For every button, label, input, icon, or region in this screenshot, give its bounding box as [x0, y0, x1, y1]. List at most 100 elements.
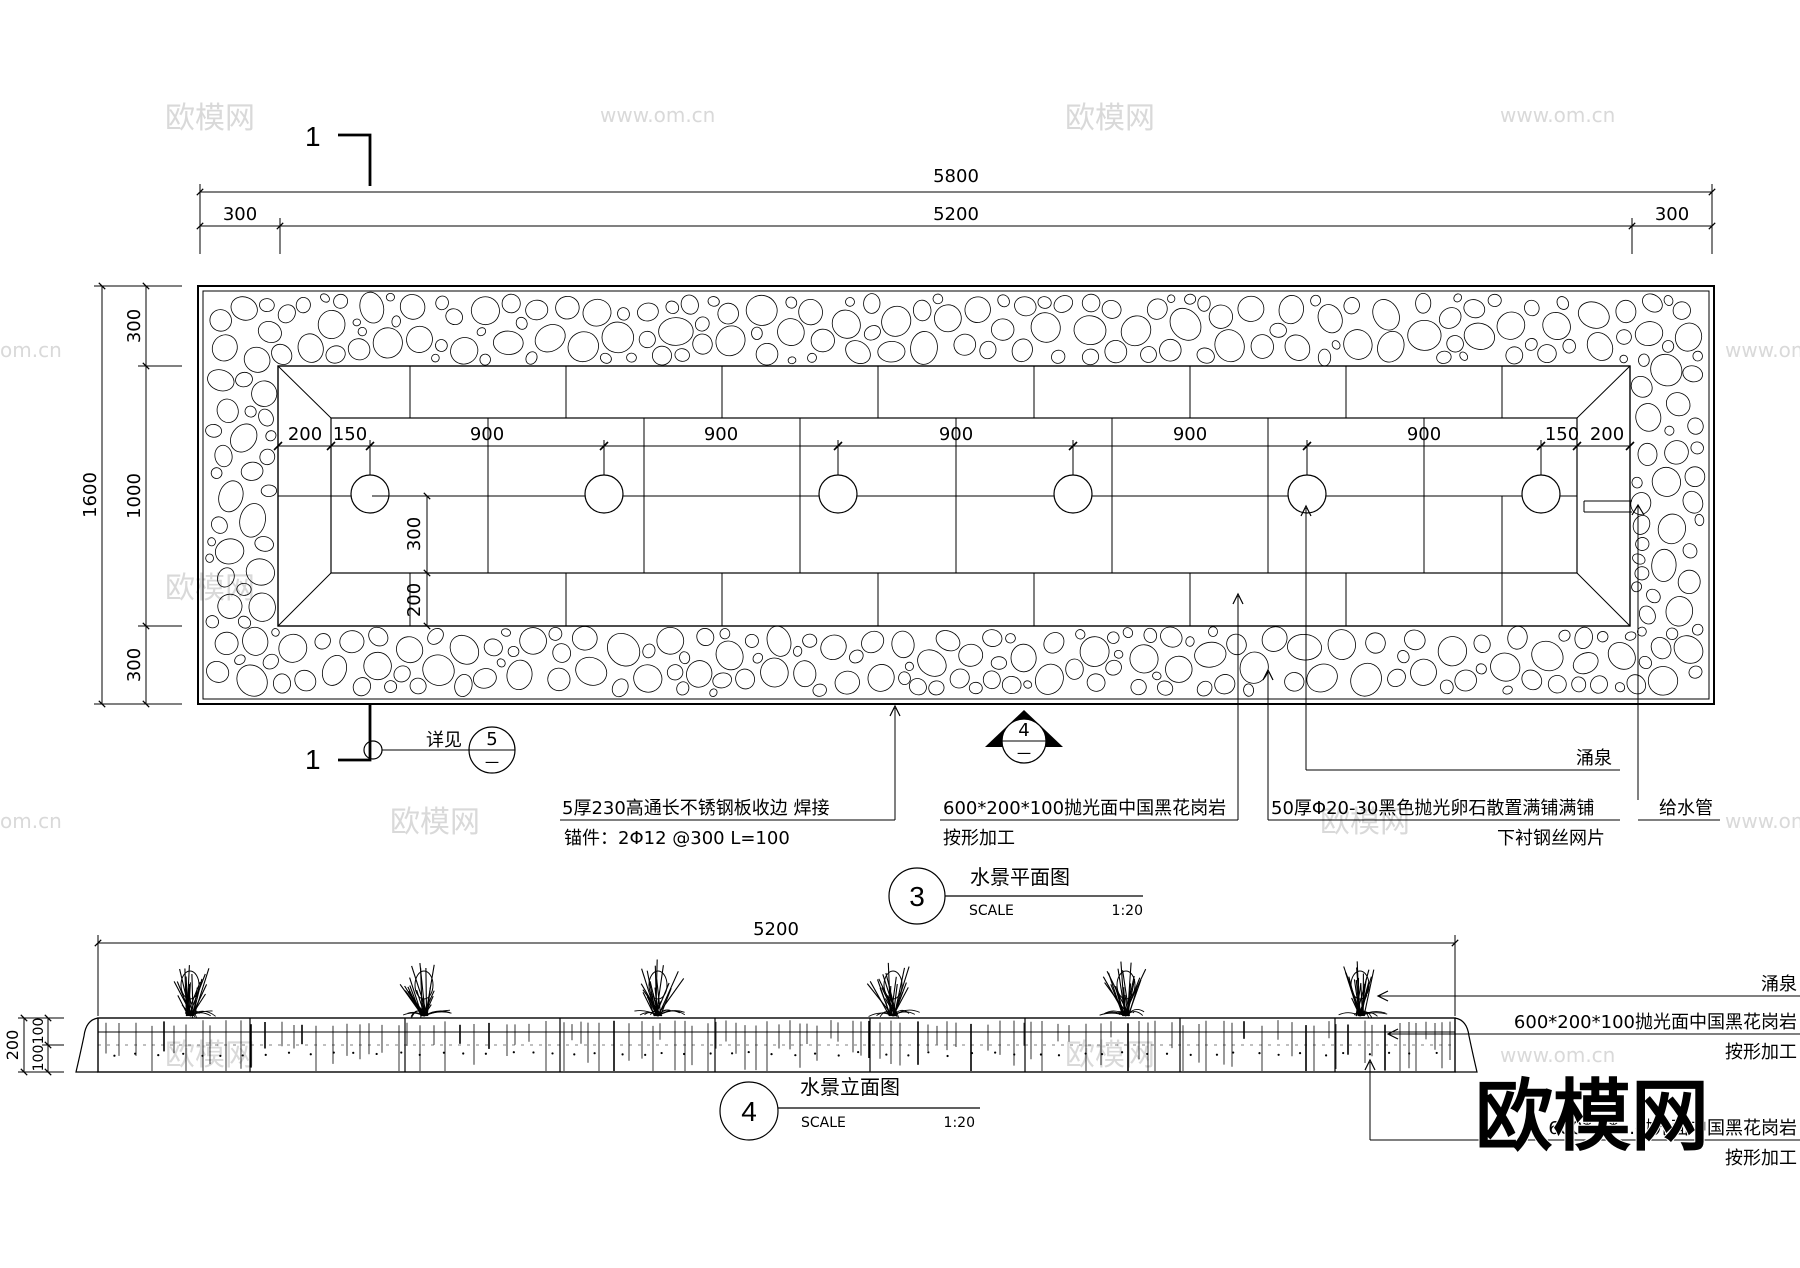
water-dot — [485, 1053, 487, 1055]
water-dot — [770, 1053, 772, 1055]
pebble — [1396, 648, 1412, 664]
pebble — [1037, 295, 1053, 309]
plan-title: 水景平面图 — [970, 865, 1070, 889]
pebble — [208, 514, 230, 537]
pebble — [1195, 345, 1217, 366]
plume-stroke — [426, 965, 435, 1016]
dim-total-height: 1600 — [80, 472, 101, 518]
pebble — [682, 657, 715, 691]
pebble — [357, 326, 368, 337]
pebble — [530, 319, 570, 357]
pebble — [1502, 685, 1514, 696]
fountain-head-icon — [1522, 475, 1560, 513]
pebble — [876, 301, 916, 342]
pebble — [1619, 354, 1629, 364]
dim-v-200: 200 — [404, 583, 425, 617]
pebble — [495, 657, 506, 668]
watermark-brand: 欧模网 — [165, 101, 255, 136]
elev-dim-overall: 5200 — [753, 919, 799, 940]
fountain-head-icon — [1054, 475, 1092, 513]
pebble — [318, 652, 351, 689]
elev-annotation-fountain: 涌泉 — [1761, 974, 1797, 995]
pebble — [1011, 644, 1037, 672]
pebble — [1690, 622, 1705, 637]
pebble — [641, 642, 657, 659]
pebble — [1210, 325, 1249, 366]
pebble — [674, 348, 691, 363]
fountain-head-icon — [351, 475, 389, 513]
elev-dim-bottom: 100 — [31, 1045, 47, 1072]
pebble — [1681, 364, 1704, 384]
water-dot — [1058, 1054, 1060, 1056]
pebble — [365, 623, 392, 649]
pebble — [1314, 301, 1347, 337]
fountain-head-icon — [585, 475, 623, 513]
pebble — [1570, 676, 1587, 693]
pebble — [273, 673, 291, 693]
pebble — [1690, 441, 1705, 456]
annotation-granite-shape: 按形加工 — [943, 828, 1015, 849]
water-dot — [376, 1053, 378, 1055]
pebble — [912, 299, 932, 321]
pebble — [1051, 292, 1076, 316]
pebble — [1339, 325, 1376, 363]
pebble — [977, 339, 998, 361]
pebble — [225, 419, 262, 458]
pebble — [1655, 511, 1689, 547]
water-dot — [1216, 1054, 1218, 1056]
annotation-granite: 600*200*100抛光面中国黑花岗岩 — [943, 798, 1226, 819]
water-dot — [885, 1053, 887, 1055]
pebble — [1345, 658, 1387, 702]
pebble — [601, 627, 647, 673]
water-dot — [971, 1052, 973, 1054]
pebble — [742, 292, 780, 330]
pebble — [211, 467, 223, 479]
fountain-plume-icon — [1339, 961, 1388, 1017]
dim-center-width: 5200 — [933, 204, 979, 225]
pebble — [1471, 632, 1493, 655]
pebble — [1615, 300, 1637, 324]
pebble — [1049, 348, 1068, 366]
water-dot — [419, 1054, 421, 1056]
pebble — [275, 301, 299, 326]
pebble — [675, 680, 691, 697]
pebble — [408, 676, 429, 697]
pebble — [383, 679, 399, 695]
pebble — [240, 461, 264, 482]
water-dot — [661, 1052, 663, 1054]
pebble — [1113, 649, 1123, 659]
section-number-bottom: 1 — [305, 744, 321, 775]
pebble — [1628, 490, 1653, 517]
pebble — [1679, 488, 1706, 517]
pebble — [1005, 633, 1016, 644]
water-dot — [1408, 1052, 1410, 1054]
pebble — [816, 630, 851, 664]
dim-gap-right: 150 — [1545, 424, 1579, 445]
pebble — [508, 646, 519, 656]
pebble — [1486, 649, 1524, 686]
pebble — [516, 624, 551, 659]
fountain-plume-icon — [1100, 962, 1146, 1016]
pebble — [1644, 586, 1663, 605]
water-dot — [594, 1052, 596, 1054]
section-marker-top: 1 — [305, 121, 370, 186]
water-dot — [288, 1052, 290, 1054]
detail-ref-number: 5 — [486, 729, 497, 750]
pebble — [1574, 297, 1613, 333]
pebble — [1243, 683, 1254, 696]
plan-scale-value: 1:20 — [1112, 903, 1143, 919]
watermark-site: www.om.cn — [1725, 809, 1800, 833]
detail-ref-label: 详见 — [426, 730, 462, 751]
pebble — [793, 646, 803, 657]
pebble — [710, 320, 751, 361]
pebble — [1562, 339, 1576, 354]
pebble — [1384, 666, 1409, 691]
annotation-pebble: 50厚Φ20-30黑色抛光卵石散置满铺满铺 — [1271, 798, 1594, 819]
pebble — [802, 633, 818, 648]
dim-inner-height: 1000 — [124, 473, 145, 519]
dim-spacing-2: 900 — [704, 424, 738, 445]
water-dot — [352, 1052, 354, 1054]
pebble — [291, 666, 320, 695]
pebble — [679, 651, 691, 665]
pebble — [1662, 388, 1695, 421]
